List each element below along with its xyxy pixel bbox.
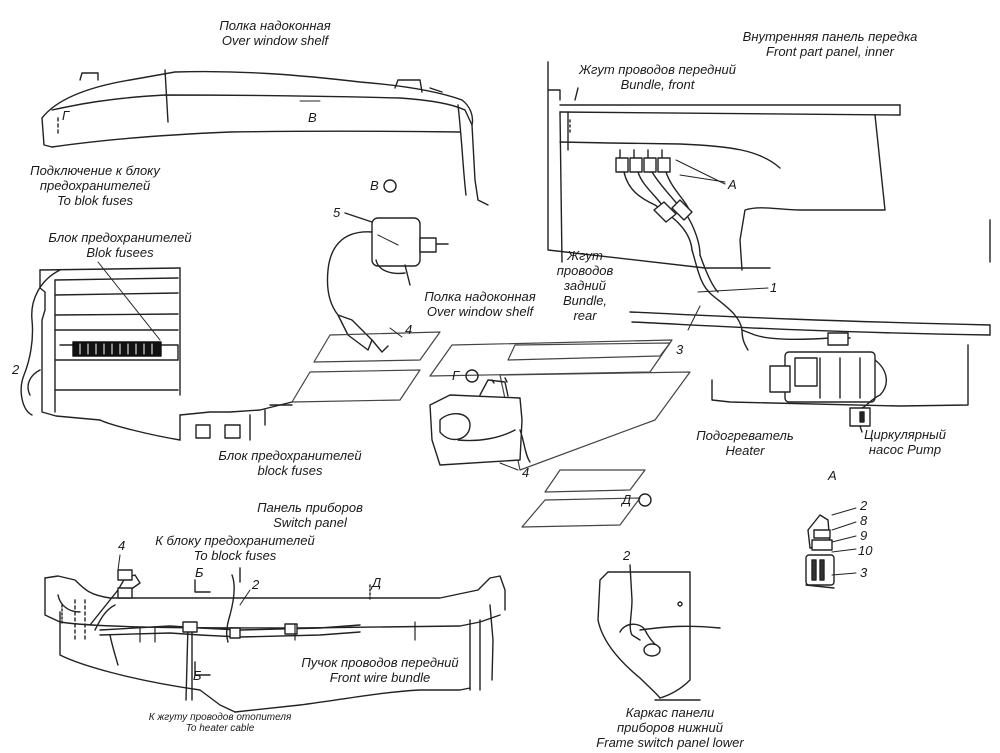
marker-d-circle: Д xyxy=(622,492,632,507)
heater-label-en: Heater xyxy=(725,443,765,458)
front-wire-label-en: Front wire bundle xyxy=(329,670,431,685)
over-window-shelf-drawing xyxy=(41,69,489,206)
heater-box-drawing xyxy=(429,379,531,466)
callout-3-a: 3 xyxy=(860,565,868,580)
switch-panel-label-en: Switch panel xyxy=(273,515,347,530)
callout-4-mid: 4 xyxy=(522,465,530,480)
conn-fuse-label-ru1: Подключение к блоку xyxy=(30,163,160,178)
to-block-label-ru: К блоку предохранителей xyxy=(155,533,315,548)
bundle-rear-label-en1: Bundle, xyxy=(562,293,608,308)
shelf2-label-ru: Полка надоконная xyxy=(424,289,536,304)
frame-label-en: Frame switch panel lower xyxy=(596,735,744,750)
heater-label-ru: Подогреватель xyxy=(696,428,794,443)
frame-label-ru2: приборов нижний xyxy=(617,720,723,735)
shelf-label-ru: Полка надоконная xyxy=(219,18,331,33)
callout-2-panel: 2 xyxy=(252,577,260,592)
marker-a-view: A xyxy=(728,177,737,192)
callout-2-a: 2 xyxy=(860,498,868,513)
callout-1: 1 xyxy=(770,280,778,295)
fuse-block2-label-en: block fuses xyxy=(257,463,323,478)
frame-panel-drawing xyxy=(597,564,721,701)
fuse-block-label-ru: Блок предохранителей xyxy=(48,230,192,245)
heater-cable-label-ru: К жгуту проводов отопителя xyxy=(148,712,292,723)
callout-9-a: 9 xyxy=(860,528,868,543)
switch-panel-drawing xyxy=(44,554,506,713)
marker-d-panel: Д xyxy=(372,575,382,590)
marker-b-top: Б xyxy=(195,565,204,580)
callout-2-left: 2 xyxy=(12,362,20,377)
marker-g-shelf: Г xyxy=(62,108,70,123)
marker-v-shelf: В xyxy=(308,110,317,125)
front-wire-label-ru: Пучок проводов передний xyxy=(301,655,459,670)
bundle-rear-label-en2: rear xyxy=(573,308,597,323)
detail-a-drawing xyxy=(805,507,857,589)
component-5-drawing xyxy=(326,212,449,353)
callout-4-top: 4 xyxy=(405,322,413,337)
switch-panel-label-ru: Панель приборов xyxy=(257,500,363,515)
front-panel-drawing xyxy=(547,61,991,433)
bundle-rear-label-ru1: Жгут xyxy=(567,248,603,263)
heater-cable-label-en: To heater cable xyxy=(185,723,255,734)
marker-v-circle: В xyxy=(370,178,379,193)
frame-label-ru1: Каркас панели xyxy=(625,705,715,720)
callout-4-panel: 4 xyxy=(118,538,126,553)
conn-fuse-label-ru2: предохранителей xyxy=(39,178,151,193)
fuse-block2-label-ru: Блок предохранителей xyxy=(218,448,362,463)
front-panel-label-en: Front part panel, inner xyxy=(766,44,894,59)
callout-5: 5 xyxy=(333,205,341,220)
bundle-front-label-en: Bundle, front xyxy=(620,77,695,92)
callout-10-a: 10 xyxy=(858,543,873,558)
conn-fuse-label-en: To blok fuses xyxy=(56,193,134,208)
marker-b-bottom: Б xyxy=(193,668,202,683)
pump-label-ru: Циркулярный xyxy=(864,427,946,442)
callout-8-a: 8 xyxy=(860,513,868,528)
bundle-rear-label-ru2: проводов xyxy=(556,263,614,278)
front-panel-label-ru: Внутренняя панель передка xyxy=(742,29,918,44)
marker-g-circle: Г xyxy=(452,368,460,383)
shelf-label-en: Over window shelf xyxy=(221,33,329,48)
bundle-rear-label-ru3: задний xyxy=(564,278,606,293)
callout-2-frame: 2 xyxy=(623,548,631,563)
pump-label-en: насос Pump xyxy=(868,442,942,457)
bundle-front-label-ru: Жгут проводов передний xyxy=(579,62,736,77)
fuse-block-label-en: Blok fusees xyxy=(86,245,154,260)
shelf2-label-en: Over window shelf xyxy=(426,304,534,319)
fuse-block-panel-drawing xyxy=(20,267,293,441)
marker-a-detail: A xyxy=(828,468,837,483)
callout-3: 3 xyxy=(676,342,684,357)
to-block-label-en: To block fuses xyxy=(193,548,277,563)
